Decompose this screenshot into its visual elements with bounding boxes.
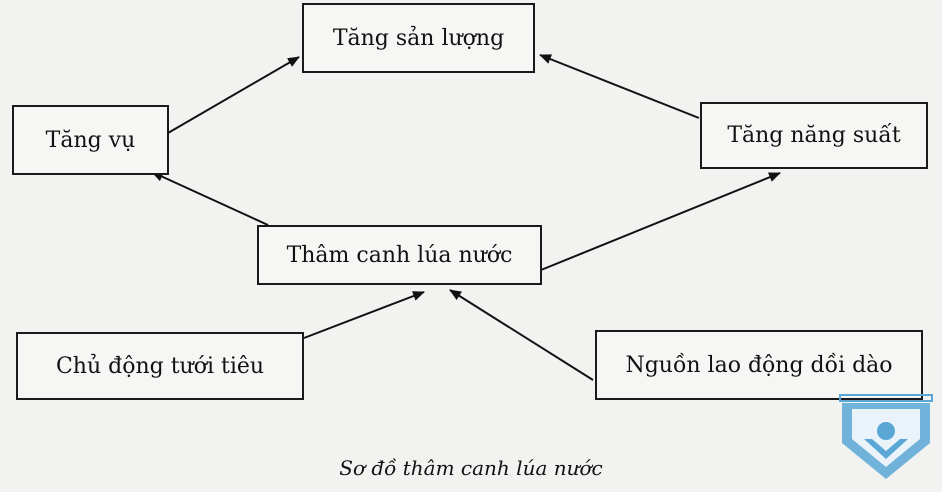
node-label: Thâm canh lúa nước: [286, 242, 513, 268]
node-label: Tăng sản lượng: [332, 25, 505, 51]
arrow-irrigation-to-center: [303, 291, 425, 339]
node-label: Tăng năng suất: [727, 123, 901, 148]
node-chu-dong-tuoi-tieu: Chủ động tưới tiêu: [16, 332, 304, 400]
watermark-shape: [839, 394, 933, 479]
arrow-center-to-crop: [151, 171, 269, 226]
node-nguon-lao-dong: Nguồn lao động dồi dào: [595, 330, 923, 400]
arrow-labor-to-center: [449, 289, 594, 381]
node-label: Chủ động tưới tiêu: [55, 353, 265, 379]
shield-person-icon: [839, 394, 933, 479]
node-tang-vu: Tăng vụ: [12, 105, 169, 175]
arrow-crop-to-output: [167, 56, 300, 134]
node-label: Nguồn lao động dồi dào: [625, 352, 893, 378]
node-label: Tăng vụ: [45, 127, 136, 153]
node-tang-san-luong: Tăng sản lượng: [302, 3, 535, 73]
diagram-caption: Sơ đồ thâm canh lúa nước: [339, 456, 603, 480]
arrow-center-to-yield: [540, 172, 781, 271]
node-tham-canh-lua-nuoc: Thâm canh lúa nước: [257, 225, 542, 285]
node-tang-nang-suat: Tăng năng suất: [700, 102, 928, 169]
arrow-yield-to-output: [539, 54, 700, 119]
